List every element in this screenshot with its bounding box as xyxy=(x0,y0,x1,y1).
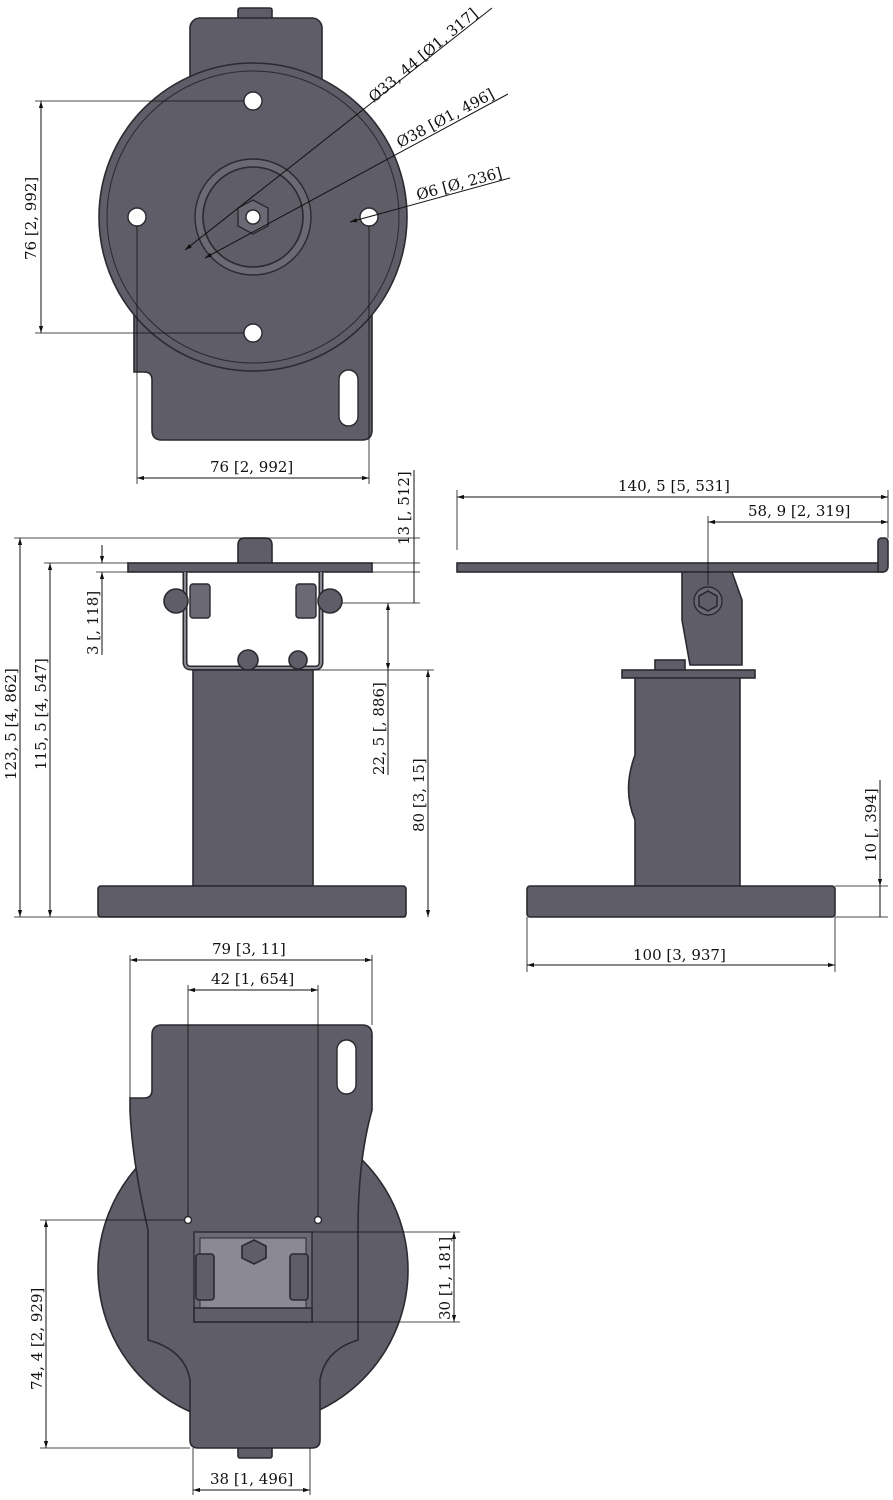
mount-hole xyxy=(243,323,263,343)
base-diameter-label: 100 [3, 937] xyxy=(633,946,726,964)
plate-length-label: 140, 5 [5, 531] xyxy=(618,477,730,495)
base xyxy=(526,885,836,918)
horizontal-spacing-label: 76 [2, 992] xyxy=(210,458,293,476)
bolt-head xyxy=(317,588,343,614)
hex-socket xyxy=(241,1239,267,1265)
plate-width-label: 79 [3, 11] xyxy=(212,940,286,958)
mount-hole xyxy=(313,1215,323,1225)
vertical-spacing-label: 76 [2, 992] xyxy=(22,177,40,260)
bolt-head xyxy=(163,588,189,614)
slot xyxy=(338,369,359,427)
dia-hole-label: Ø6 [Ø, 236] xyxy=(414,164,504,204)
tab-width-label: 38 [1, 496] xyxy=(210,1470,293,1488)
top-plate xyxy=(456,562,884,573)
total-height-label: 123, 5 [4, 862] xyxy=(2,668,20,780)
hole-offset-label: 74, 4 [2, 929] xyxy=(28,1288,46,1390)
dia-mid-label: Ø38 [Ø1, 496] xyxy=(393,85,497,152)
column xyxy=(627,677,741,887)
dia-outer-label: Ø33, 44 [Ø1, 317] xyxy=(365,5,481,107)
top-view: Ø33, 44 [Ø1, 317] Ø38 [Ø1, 496] Ø6 [Ø, 2… xyxy=(22,5,511,484)
nut xyxy=(295,583,317,619)
bottom-view: 79 [3, 11] 42 [1, 654] 30 [1, 181] 74, 4… xyxy=(28,940,460,1495)
column xyxy=(192,669,314,887)
nut xyxy=(189,583,211,619)
base xyxy=(97,885,407,918)
block-height-label: 30 [1, 181] xyxy=(436,1237,454,1320)
base-thickness-label: 10 [, 394] xyxy=(862,788,880,862)
front-view: 123, 5 [4, 862] 115, 5 [4, 547] 3 [, 118… xyxy=(2,470,434,918)
mount-hole xyxy=(127,207,147,227)
hole-spacing-label: 42 [1, 654] xyxy=(211,970,294,988)
mount-hole xyxy=(243,91,263,111)
plate-tab xyxy=(237,537,273,564)
slot xyxy=(336,1039,357,1095)
column-height-label: 80 [3, 15] xyxy=(410,758,428,832)
pivot-block xyxy=(681,571,743,666)
plate-thickness-label: 13 [, 512] xyxy=(395,471,413,545)
nut xyxy=(195,1253,215,1301)
offset-label: 3 [, 118] xyxy=(84,591,102,655)
bracket-height-label: 22, 5 [, 886] xyxy=(370,682,388,775)
plate-hook xyxy=(877,537,889,573)
flange xyxy=(621,669,756,679)
pivot-offset-label: 58, 9 [2, 319] xyxy=(748,502,850,520)
mount-hole xyxy=(183,1215,193,1225)
top-plate xyxy=(127,562,373,573)
nut xyxy=(289,1253,309,1301)
side-view: 140, 5 [5, 531] 58, 9 [2, 319] 10 [, 394… xyxy=(456,477,889,972)
plate-height-label: 115, 5 [4, 547] xyxy=(32,658,50,770)
